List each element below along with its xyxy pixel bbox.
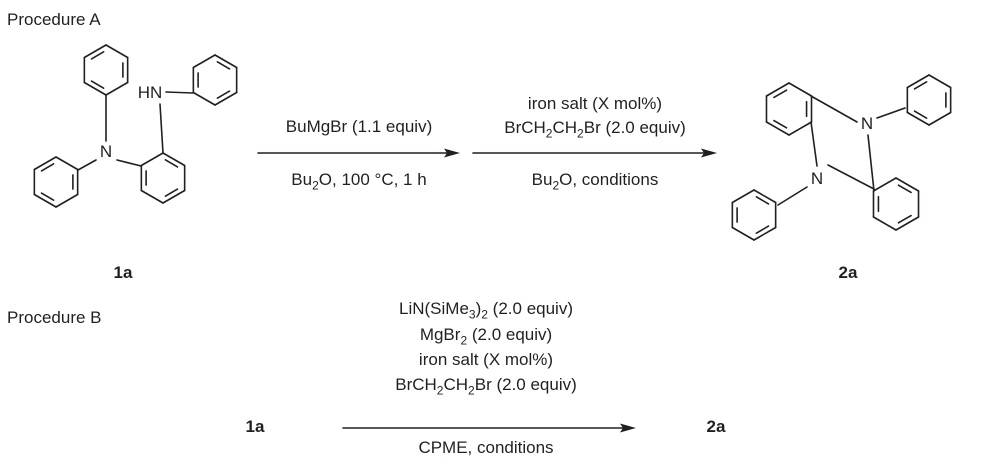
compound-1a-structure (33, 44, 238, 208)
double-bond (90, 80, 105, 89)
compound-2a-structure (731, 74, 952, 241)
double-bond (897, 214, 912, 224)
n-phenyl-bond (77, 159, 97, 171)
ring-bond (731, 189, 755, 204)
product-n-top-label: N (861, 114, 873, 133)
compound-1a-label: 1a (113, 263, 133, 282)
ring-bond (140, 189, 164, 204)
double-bond (913, 81, 928, 90)
double-bond (913, 110, 928, 119)
ring-bond (788, 121, 813, 136)
ring-bond (214, 91, 238, 106)
procedure-b-heading: Procedure B (7, 308, 102, 327)
ring-bond (162, 152, 186, 167)
double-bond (773, 89, 788, 99)
reaction-arrow-a2 (472, 148, 717, 158)
double-bond (164, 188, 179, 197)
start-n-label: N (100, 142, 112, 161)
step1-reagent: BuMgBr (1.1 equiv) (285, 117, 433, 136)
double-bond (40, 192, 55, 201)
ring-bond (105, 44, 129, 59)
ring-bond (83, 81, 107, 96)
start-hn-label: HN (138, 83, 163, 102)
procedure-b-reagent-4: BrCH2CH2Br (2.0 equiv) (395, 375, 577, 398)
double-bond (164, 159, 179, 168)
ring-bond (33, 156, 57, 171)
double-bond (755, 225, 770, 234)
ring-bond (895, 177, 920, 192)
ring-bond (895, 216, 920, 231)
central-ring-bond (827, 164, 875, 190)
reaction-arrow-a1 (257, 148, 460, 158)
ring-bond (105, 81, 129, 96)
n-phenyl-bond (876, 107, 906, 119)
ring-bond (55, 156, 79, 171)
double-bond (897, 184, 912, 194)
product-n-bottom-label: N (811, 169, 823, 188)
compound-2a-label: 2a (838, 263, 858, 282)
aryl-nh-bond (159, 103, 164, 154)
ring-bond (192, 91, 216, 106)
ring-bond (872, 177, 897, 192)
procedure-b-start-label: 1a (245, 417, 265, 436)
ring-bond (765, 82, 790, 97)
ring-bond (788, 82, 813, 97)
double-bond (40, 163, 55, 172)
ring-bond (928, 111, 952, 126)
ring-bond (906, 111, 930, 126)
ring-bond (140, 152, 164, 167)
step2-conditions: Bu2O, conditions (531, 170, 659, 193)
ring-bond (33, 193, 57, 208)
step2-catalyst: iron salt (X mol%) (527, 94, 663, 113)
ring-bond (192, 54, 216, 69)
step1-conditions: Bu2O, 100 °C, 1 h (291, 170, 427, 193)
procedure-a-heading: Procedure A (7, 10, 101, 29)
ring-bond (872, 216, 897, 231)
double-bond (773, 119, 788, 129)
ring-bond (83, 44, 107, 59)
ring-bond (162, 189, 186, 204)
nh-phenyl-bond (165, 91, 194, 94)
ring-bond (731, 226, 755, 241)
procedure-b-reagent-3: iron salt (X mol%) (418, 350, 554, 369)
ring-bond (928, 74, 952, 89)
central-ring-bond (810, 121, 818, 167)
ring-bond (214, 54, 238, 69)
double-bond (90, 51, 105, 60)
central-ring-bond (867, 134, 875, 192)
reaction-arrow-b (342, 423, 636, 433)
central-ring-bond (810, 95, 858, 123)
procedure-b-product-label: 2a (706, 417, 726, 436)
procedure-b-reagent-1: LiN(SiMe3)2 (2.0 equiv) (399, 299, 573, 322)
double-bond (755, 196, 770, 205)
ring-bond (55, 193, 79, 208)
ring-bond (753, 226, 777, 241)
n-aryl-bond (116, 159, 142, 167)
procedure-b-reagent-2: MgBr2 (2.0 equiv) (419, 325, 553, 348)
procedure-b-conditions: CPME, conditions (418, 438, 554, 457)
n-phenyl-bond (777, 186, 808, 206)
double-bond (216, 90, 231, 99)
double-bond (216, 61, 231, 70)
ring-bond (753, 189, 777, 204)
ring-bond (765, 121, 790, 136)
step2-oxidant: BrCH2CH2Br (2.0 equiv) (504, 118, 686, 141)
ring-bond (906, 74, 930, 89)
